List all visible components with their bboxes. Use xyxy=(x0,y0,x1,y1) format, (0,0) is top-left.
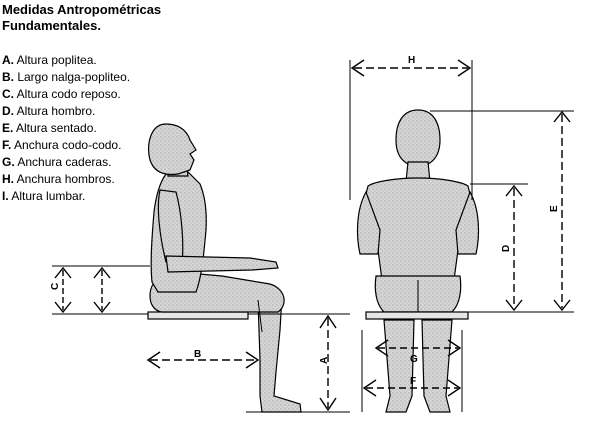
dim-label-e: E xyxy=(549,205,560,212)
dim-arrow-b xyxy=(146,351,260,369)
dim-label-b: B xyxy=(194,349,201,360)
legend-item-f: F. Anchura codo-codo. xyxy=(2,138,121,152)
legend-item-d: D. Altura hombro. xyxy=(2,104,95,118)
legend-item-g: G. Anchura caderas. xyxy=(2,155,111,169)
front-view-seated-figure xyxy=(356,109,480,413)
legend-item-i: I. Altura lumbar. xyxy=(2,189,85,203)
legend-item-h: H. Anchura hombros. xyxy=(2,172,115,186)
legend-item-c: C. Altura codo reposo. xyxy=(2,87,121,101)
dim-label-h: H xyxy=(408,55,415,66)
dim-arrow-g xyxy=(374,339,462,357)
dimension-labels: C B A H D E G F xyxy=(50,55,560,387)
diagram-title-line1: Medidas Antropométricas xyxy=(2,2,161,17)
legend-item-b: B. Largo nalga-popliteo. xyxy=(2,70,130,84)
dim-arrow-e xyxy=(553,110,571,312)
measurement-legend: A. Altura poplitea. B. Largo nalga-popli… xyxy=(2,53,130,203)
dim-arrow-c xyxy=(54,266,72,314)
diagram-title-line2: Fundamentales. xyxy=(2,18,101,33)
dimension-arrows xyxy=(52,59,574,413)
front-seat xyxy=(365,311,469,320)
front-leg-left xyxy=(383,319,415,413)
dim-label-g: G xyxy=(410,354,418,365)
side-seat xyxy=(147,311,249,320)
front-arm-left xyxy=(356,190,381,255)
front-head xyxy=(395,109,441,167)
dim-label-a: A xyxy=(319,357,330,364)
side-lower-leg xyxy=(257,295,302,413)
dim-arrow-i xyxy=(93,266,111,314)
legend-item-e: E. Altura sentado. xyxy=(2,121,97,135)
dim-arrow-f xyxy=(362,379,462,397)
dim-arrow-d xyxy=(505,184,523,312)
side-head xyxy=(147,123,197,176)
dim-label-d: D xyxy=(501,245,512,252)
side-view-seated-figure xyxy=(147,123,302,413)
dim-arrow-a xyxy=(319,314,337,412)
front-leg-right xyxy=(421,319,453,413)
dim-label-f: F xyxy=(410,376,416,387)
front-torso xyxy=(365,177,471,281)
dim-label-c: C xyxy=(50,283,61,290)
side-forearm xyxy=(165,255,279,273)
dim-arrow-h xyxy=(350,59,472,77)
front-arm-right xyxy=(455,190,480,255)
legend-item-a: A. Altura poplitea. xyxy=(2,53,97,67)
